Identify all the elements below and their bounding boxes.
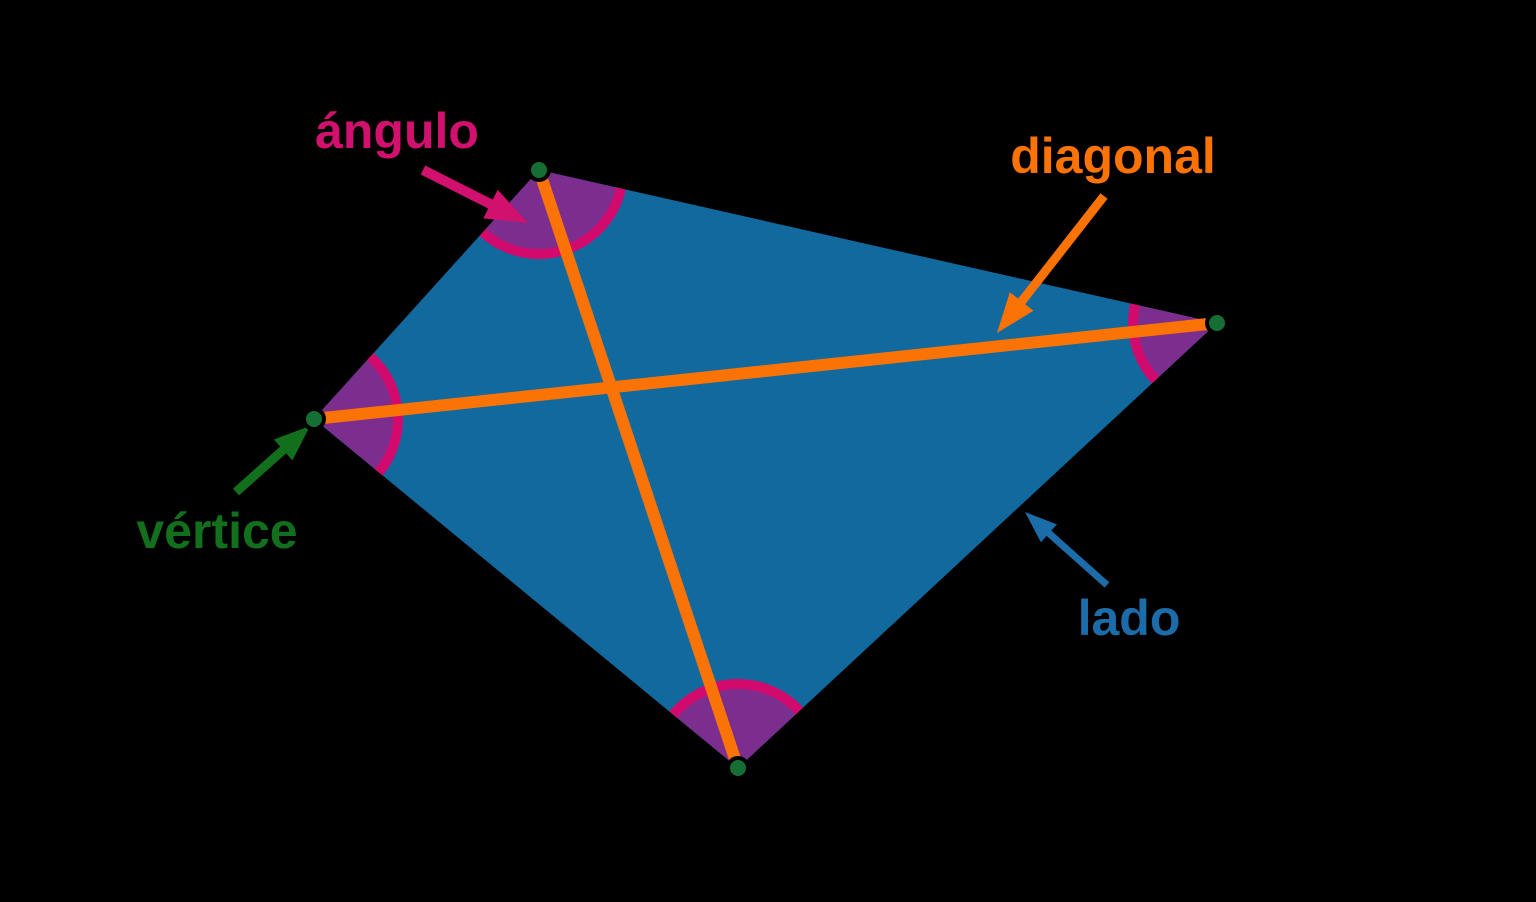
label-lado: lado <box>1078 590 1181 646</box>
callout-arrowhead-diagonal <box>997 292 1034 333</box>
label-vertice: vértice <box>136 503 297 559</box>
callout-arrow-vertice <box>233 426 310 496</box>
diagonal-top-bottom <box>533 168 744 770</box>
vertex-dot-top <box>527 158 551 182</box>
callout-arrow-shaft-vertice <box>233 442 291 496</box>
angle-sector-bottom <box>673 684 800 768</box>
angle-arc-right <box>1128 303 1160 384</box>
vertex-dot-bottom <box>726 756 750 780</box>
quadrilateral-shape <box>314 170 1217 768</box>
callout-arrowhead-vertice <box>273 426 310 461</box>
vertex-dots <box>302 158 1229 780</box>
callout-arrowhead-lado <box>1025 512 1057 543</box>
diagonal-lines <box>313 168 1218 770</box>
label-diagonal: diagonal <box>1010 128 1216 184</box>
callout-arrow-shaft-diagonal <box>1014 193 1108 309</box>
labels: ángulo diagonal vértice lado <box>136 103 1215 646</box>
callout-arrowhead-angulo <box>483 189 528 223</box>
callout-arrow-lado <box>1025 512 1110 588</box>
callout-arrow-shaft-lado <box>1042 526 1110 588</box>
angle-arc-bottom <box>669 679 804 718</box>
callout-arrows <box>233 165 1110 588</box>
quadrilateral-polygon <box>314 170 1217 768</box>
vertex-dot-right <box>1205 311 1229 335</box>
callout-arrow-angulo <box>420 165 528 223</box>
vertex-dot-left <box>302 407 326 431</box>
callout-arrow-diagonal <box>997 193 1108 333</box>
callout-arrow-shaft-angulo <box>420 165 499 212</box>
label-angulo: ángulo <box>315 103 479 159</box>
diagonal-left-right <box>313 317 1218 425</box>
